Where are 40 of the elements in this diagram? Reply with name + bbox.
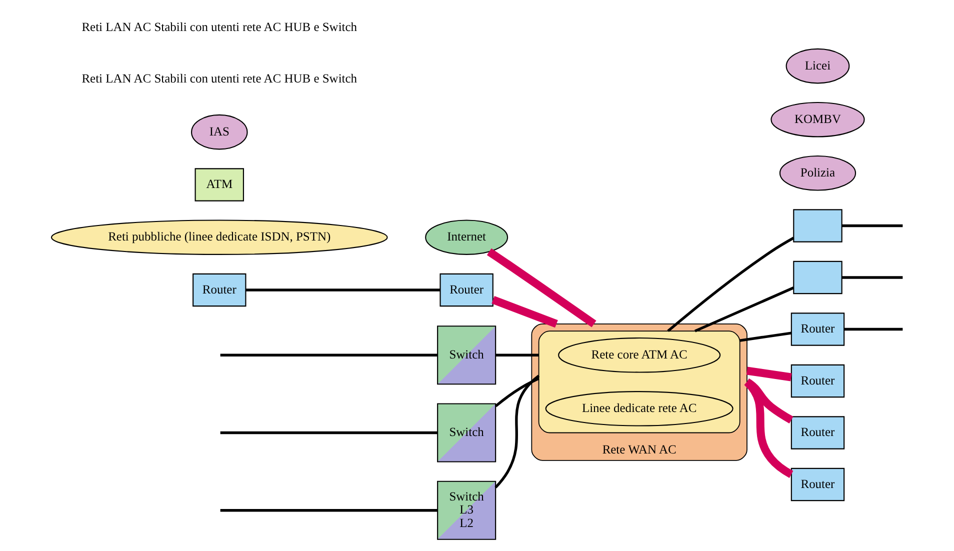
- node-ellipse: Rete core ATM AC: [558, 337, 720, 373]
- connector: [494, 377, 539, 408]
- connector: [491, 296, 558, 328]
- node-ellipse: Reti pubbliche (linee dedicate ISDN, PSTN): [50, 220, 388, 255]
- connector: [844, 328, 902, 331]
- node-ellipse: Licei: [785, 48, 850, 84]
- connector: [494, 374, 540, 488]
- node-box: Switch: [436, 326, 496, 385]
- cluster: [538, 330, 740, 434]
- connector: [743, 379, 793, 478]
- node-box: Switch: [436, 403, 496, 462]
- node-box: Router: [790, 416, 844, 450]
- connector: [245, 288, 440, 292]
- connector: [220, 354, 437, 356]
- node-box: Router: [439, 273, 493, 307]
- node-box: ATM: [194, 168, 244, 202]
- connector: [486, 248, 596, 328]
- node-ellipse: Internet: [424, 220, 508, 255]
- connector: [694, 286, 794, 332]
- connector: [220, 431, 437, 434]
- node-box: [792, 209, 842, 242]
- node-ellipse: IAS: [190, 114, 248, 150]
- node-box: Router: [790, 468, 844, 502]
- connector: [739, 332, 791, 342]
- label: Reti LAN AC Stabili con utenti rete AC HUB e Switch: [81, 72, 357, 86]
- label: Reti LAN AC Stabili con utenti rete AC HUB e Switch: [81, 20, 357, 34]
- node-box: Router: [790, 312, 844, 346]
- connector: [841, 276, 902, 279]
- node-box: Router: [192, 273, 246, 307]
- connector: [220, 509, 437, 512]
- node-box: Switch L3 L2: [436, 480, 496, 540]
- node-ellipse: Polizia: [778, 155, 856, 191]
- node-ellipse: KOMBV: [770, 102, 864, 138]
- connector: [746, 366, 792, 382]
- node-box: Router: [790, 364, 844, 398]
- connector: [495, 354, 538, 356]
- connector: [841, 224, 902, 228]
- node-box: [792, 260, 842, 294]
- node-ellipse: Linee dedicate rete AC: [544, 391, 733, 426]
- connector: [666, 236, 794, 332]
